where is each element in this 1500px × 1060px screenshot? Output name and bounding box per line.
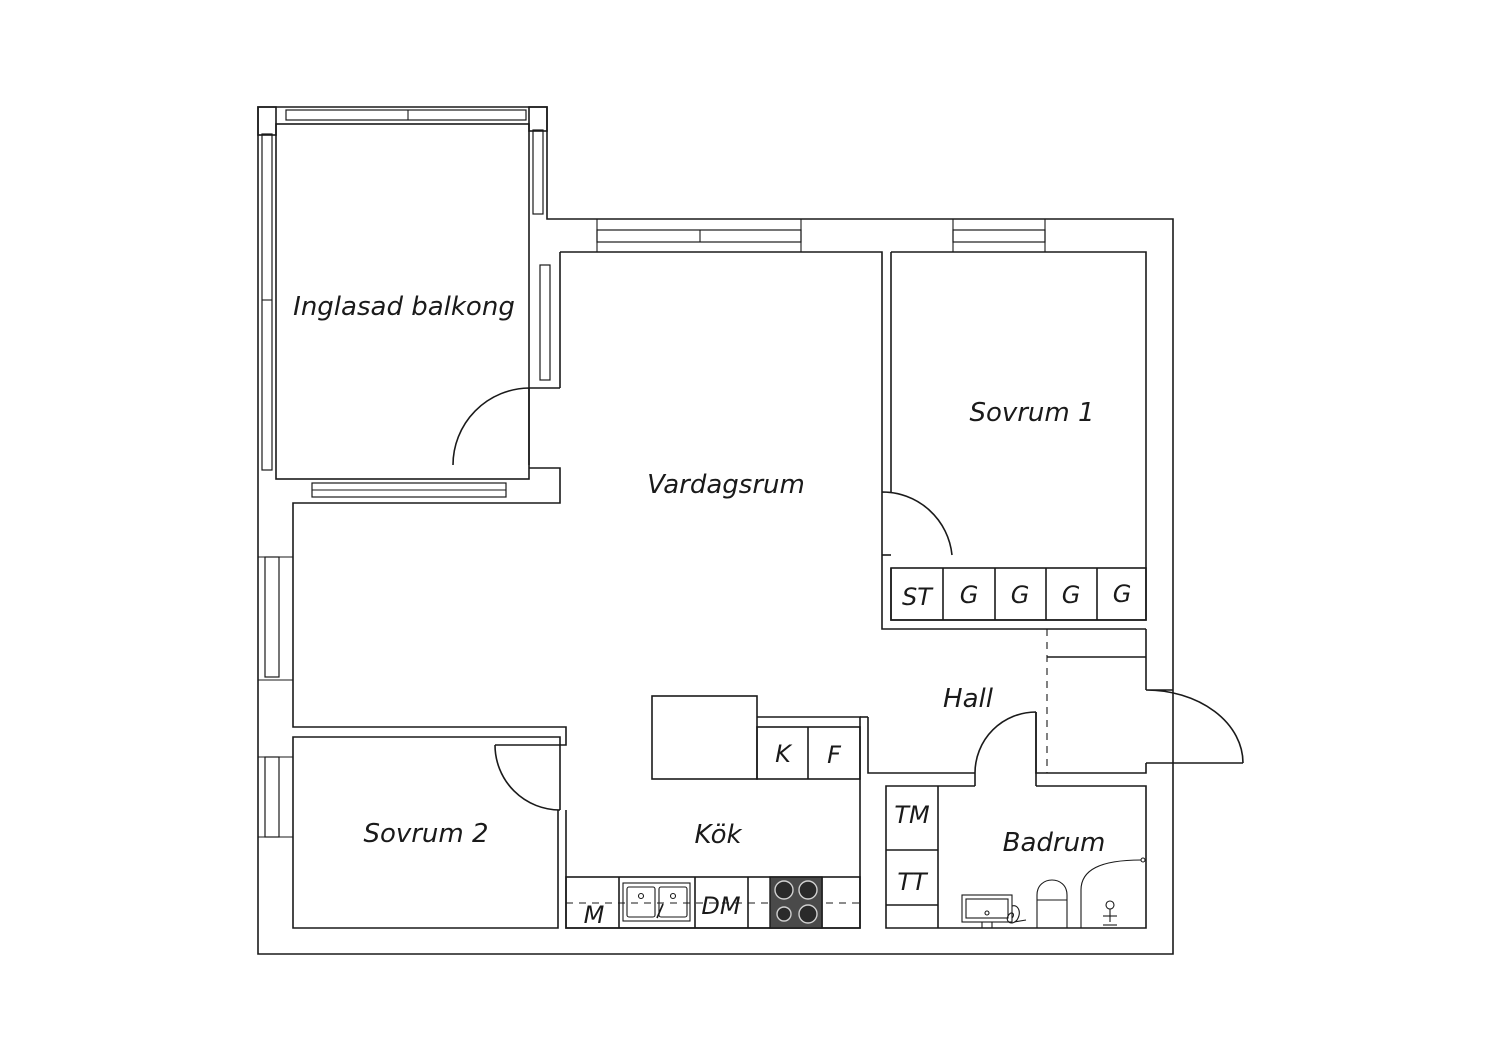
wardrobes: ST G G G G	[890, 567, 1147, 621]
bathroom-door	[974, 711, 1037, 774]
freezer-label: F	[827, 741, 842, 769]
balcony-door	[452, 387, 530, 466]
dryer-label: TT	[897, 868, 929, 896]
fridge-label: K	[775, 740, 793, 768]
microwave-label: M	[584, 901, 605, 929]
wardrobe-g-label: G	[1062, 581, 1081, 609]
washing-machine-label: TM	[894, 801, 930, 829]
kitchen-fixtures: K F M DM	[565, 695, 861, 929]
bedroom2-door	[494, 744, 561, 811]
entrance-door	[1145, 689, 1244, 764]
shower-icon	[1080, 857, 1146, 928]
bedroom1-label: Sovrum 1	[969, 398, 1094, 428]
bathroom-fixtures: TM TT	[894, 801, 1146, 929]
wardrobe-g-label: G	[1011, 581, 1030, 609]
kitchen-sink-icon	[622, 882, 691, 922]
washbasin-icon	[961, 894, 1027, 929]
wardrobe-g-label: G	[1113, 580, 1132, 608]
room-labels: Inglasad balkong Vardagsrum Sovrum 1 Sov…	[293, 292, 1105, 858]
living-room-label: Vardagsrum	[647, 470, 805, 500]
windows	[258, 219, 1046, 838]
balcony-walls	[257, 106, 551, 498]
wardrobe-st-label: ST	[902, 583, 934, 611]
kitchen-label: Kök	[694, 820, 742, 850]
bathroom-label: Badrum	[1003, 828, 1106, 858]
doors	[452, 387, 1244, 811]
bedroom2-label: Sovrum 2	[363, 819, 488, 849]
wardrobe-g-label: G	[960, 581, 979, 609]
stove-icon	[769, 876, 823, 929]
toilet-icon	[1036, 879, 1068, 929]
hall-label: Hall	[943, 684, 994, 714]
balcony-label: Inglasad balkong	[293, 292, 515, 322]
bedroom1-door	[881, 491, 953, 556]
kitchen-island	[651, 695, 758, 780]
dishwasher-label: DM	[701, 892, 740, 920]
